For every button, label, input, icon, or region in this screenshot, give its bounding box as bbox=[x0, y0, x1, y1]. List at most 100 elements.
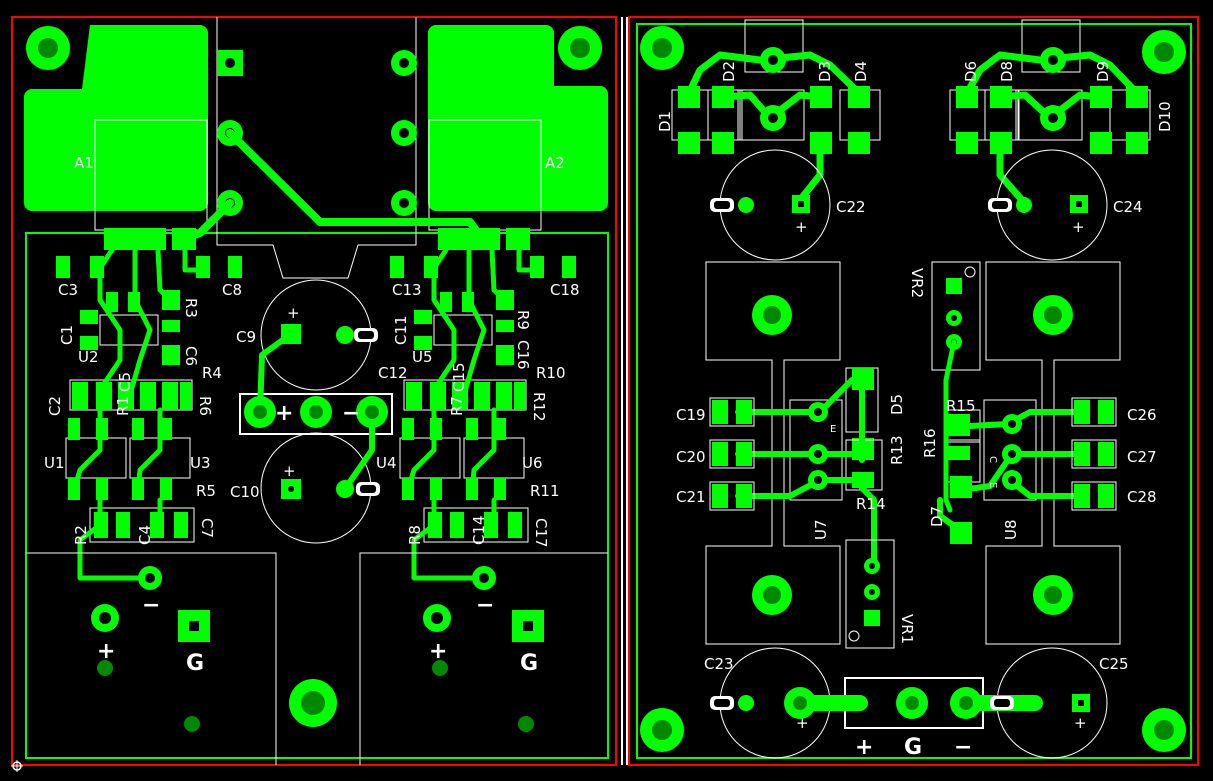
output-plus: + bbox=[855, 735, 873, 760]
label-c19: C19 bbox=[676, 406, 706, 424]
mounting-hole bbox=[558, 26, 602, 70]
label-r5: R5 bbox=[196, 482, 216, 500]
label-r3: R3 bbox=[182, 298, 200, 318]
heatsink-left bbox=[705, 261, 841, 645]
label-a2: A2 bbox=[545, 154, 565, 172]
label-c8: C8 bbox=[222, 281, 242, 299]
label-r1: R1 bbox=[114, 396, 132, 416]
mounting-hole bbox=[289, 679, 337, 727]
polarity-plus: + bbox=[1072, 218, 1085, 236]
right-channel-smd bbox=[390, 247, 576, 581]
label-r8: R8 bbox=[406, 525, 424, 545]
power-input-terminal: + − bbox=[239, 331, 393, 492]
label-r12: R12 bbox=[530, 392, 548, 422]
center-connector-outline bbox=[216, 17, 417, 279]
label-c28: C28 bbox=[1127, 488, 1157, 506]
label-r14: R14 bbox=[856, 495, 886, 513]
label-r6: R6 bbox=[196, 396, 214, 416]
label-a1: A1 bbox=[74, 154, 94, 172]
label-d2: D2 bbox=[720, 61, 738, 82]
left-component-labels: C3 C8 U2 C9 R4 U1 U3 R5 C10 U4 C13 C18 U… bbox=[44, 281, 580, 548]
label-c24: C24 bbox=[1113, 198, 1143, 216]
origin-crosshair-icon bbox=[11, 760, 23, 772]
label-u4: U4 bbox=[376, 454, 397, 472]
rectifier-left bbox=[671, 19, 881, 204]
mounting-hole bbox=[1142, 708, 1186, 752]
label-c27: C27 bbox=[1127, 448, 1157, 466]
label-c23: C23 bbox=[704, 655, 734, 673]
regulator-u7: E bbox=[735, 367, 883, 563]
label-c17: C17 bbox=[532, 518, 550, 548]
label-vr1: VR1 bbox=[898, 614, 916, 644]
label-d5: D5 bbox=[888, 394, 906, 415]
label-c13: C13 bbox=[392, 281, 422, 299]
trimmer-vr2 bbox=[931, 261, 981, 513]
output-jack-left: − + G bbox=[26, 552, 277, 765]
polarity-plus: + bbox=[287, 304, 300, 322]
label-r13: R13 bbox=[888, 435, 906, 465]
label-r2: R2 bbox=[72, 525, 90, 545]
label-d4: D4 bbox=[852, 61, 870, 82]
label-d8: D8 bbox=[998, 61, 1016, 82]
label-c5: C5 bbox=[116, 372, 134, 392]
label-c20: C20 bbox=[676, 448, 706, 466]
jack-right-plus: + bbox=[429, 639, 447, 664]
output-jack-right: − + G bbox=[359, 552, 608, 765]
mounting-hole bbox=[26, 26, 70, 70]
label-c6: C6 bbox=[182, 346, 200, 366]
u8-pin-c: C bbox=[987, 456, 998, 463]
jack-left-ground: G bbox=[186, 651, 204, 676]
right-component-labels: C22 C24 C19 C20 C21 C26 C27 C28 R15 R14 … bbox=[656, 61, 1174, 673]
label-u3: U3 bbox=[190, 454, 211, 472]
label-vr2: VR2 bbox=[908, 268, 926, 298]
jack-left-plus: + bbox=[97, 639, 115, 664]
u7-pin-e: E bbox=[830, 424, 836, 435]
label-c21: C21 bbox=[676, 488, 706, 506]
terminal-plus: + bbox=[275, 401, 293, 426]
label-u2: U2 bbox=[78, 348, 99, 366]
label-c18: C18 bbox=[550, 281, 580, 299]
label-c9: C9 bbox=[236, 328, 256, 346]
label-u7: U7 bbox=[812, 519, 830, 540]
label-c2: C2 bbox=[46, 396, 64, 416]
label-r15: R15 bbox=[946, 397, 976, 415]
label-c26: C26 bbox=[1127, 406, 1157, 424]
jack-right-ground: G bbox=[520, 651, 538, 676]
rectifier-right bbox=[949, 19, 1151, 204]
label-d9: D9 bbox=[1094, 61, 1112, 82]
label-r4: R4 bbox=[202, 364, 222, 382]
terminal-minus: − bbox=[342, 401, 360, 426]
regulator-u8: C E bbox=[937, 399, 1087, 544]
header-pins bbox=[104, 228, 530, 250]
left-channel-smd bbox=[56, 247, 242, 581]
left-board: A1 A2 bbox=[24, 17, 608, 765]
label-c14: C14 bbox=[470, 515, 488, 545]
label-d10: D10 bbox=[1156, 101, 1174, 132]
mounting-hole bbox=[1142, 30, 1186, 74]
output-ground: G bbox=[904, 735, 922, 760]
label-r10: R10 bbox=[536, 364, 566, 382]
label-r16: R16 bbox=[921, 428, 939, 458]
label-c16: C16 bbox=[514, 340, 532, 370]
mounting-hole bbox=[640, 26, 684, 70]
label-d3: D3 bbox=[816, 61, 834, 82]
polarity-plus: + bbox=[1074, 714, 1087, 732]
label-u5: U5 bbox=[412, 348, 433, 366]
label-d7: D7 bbox=[928, 506, 946, 527]
label-c11: C11 bbox=[392, 315, 410, 345]
jack-left-minus: − bbox=[142, 593, 160, 618]
label-c12: C12 bbox=[378, 364, 408, 382]
label-c3: C3 bbox=[58, 281, 78, 299]
mounting-hole bbox=[640, 708, 684, 752]
trimmer-slot-icon bbox=[848, 630, 860, 642]
label-r9: R9 bbox=[514, 310, 532, 330]
label-d6: D6 bbox=[962, 61, 980, 82]
jack-right-minus: − bbox=[476, 593, 494, 618]
polarity-plus: + bbox=[795, 218, 808, 236]
output-minus: − bbox=[954, 735, 972, 760]
smd-caps-right bbox=[1071, 397, 1117, 511]
heatsink-right bbox=[985, 261, 1121, 645]
label-u1: U1 bbox=[44, 454, 65, 472]
polarity-plus: + bbox=[283, 462, 296, 480]
